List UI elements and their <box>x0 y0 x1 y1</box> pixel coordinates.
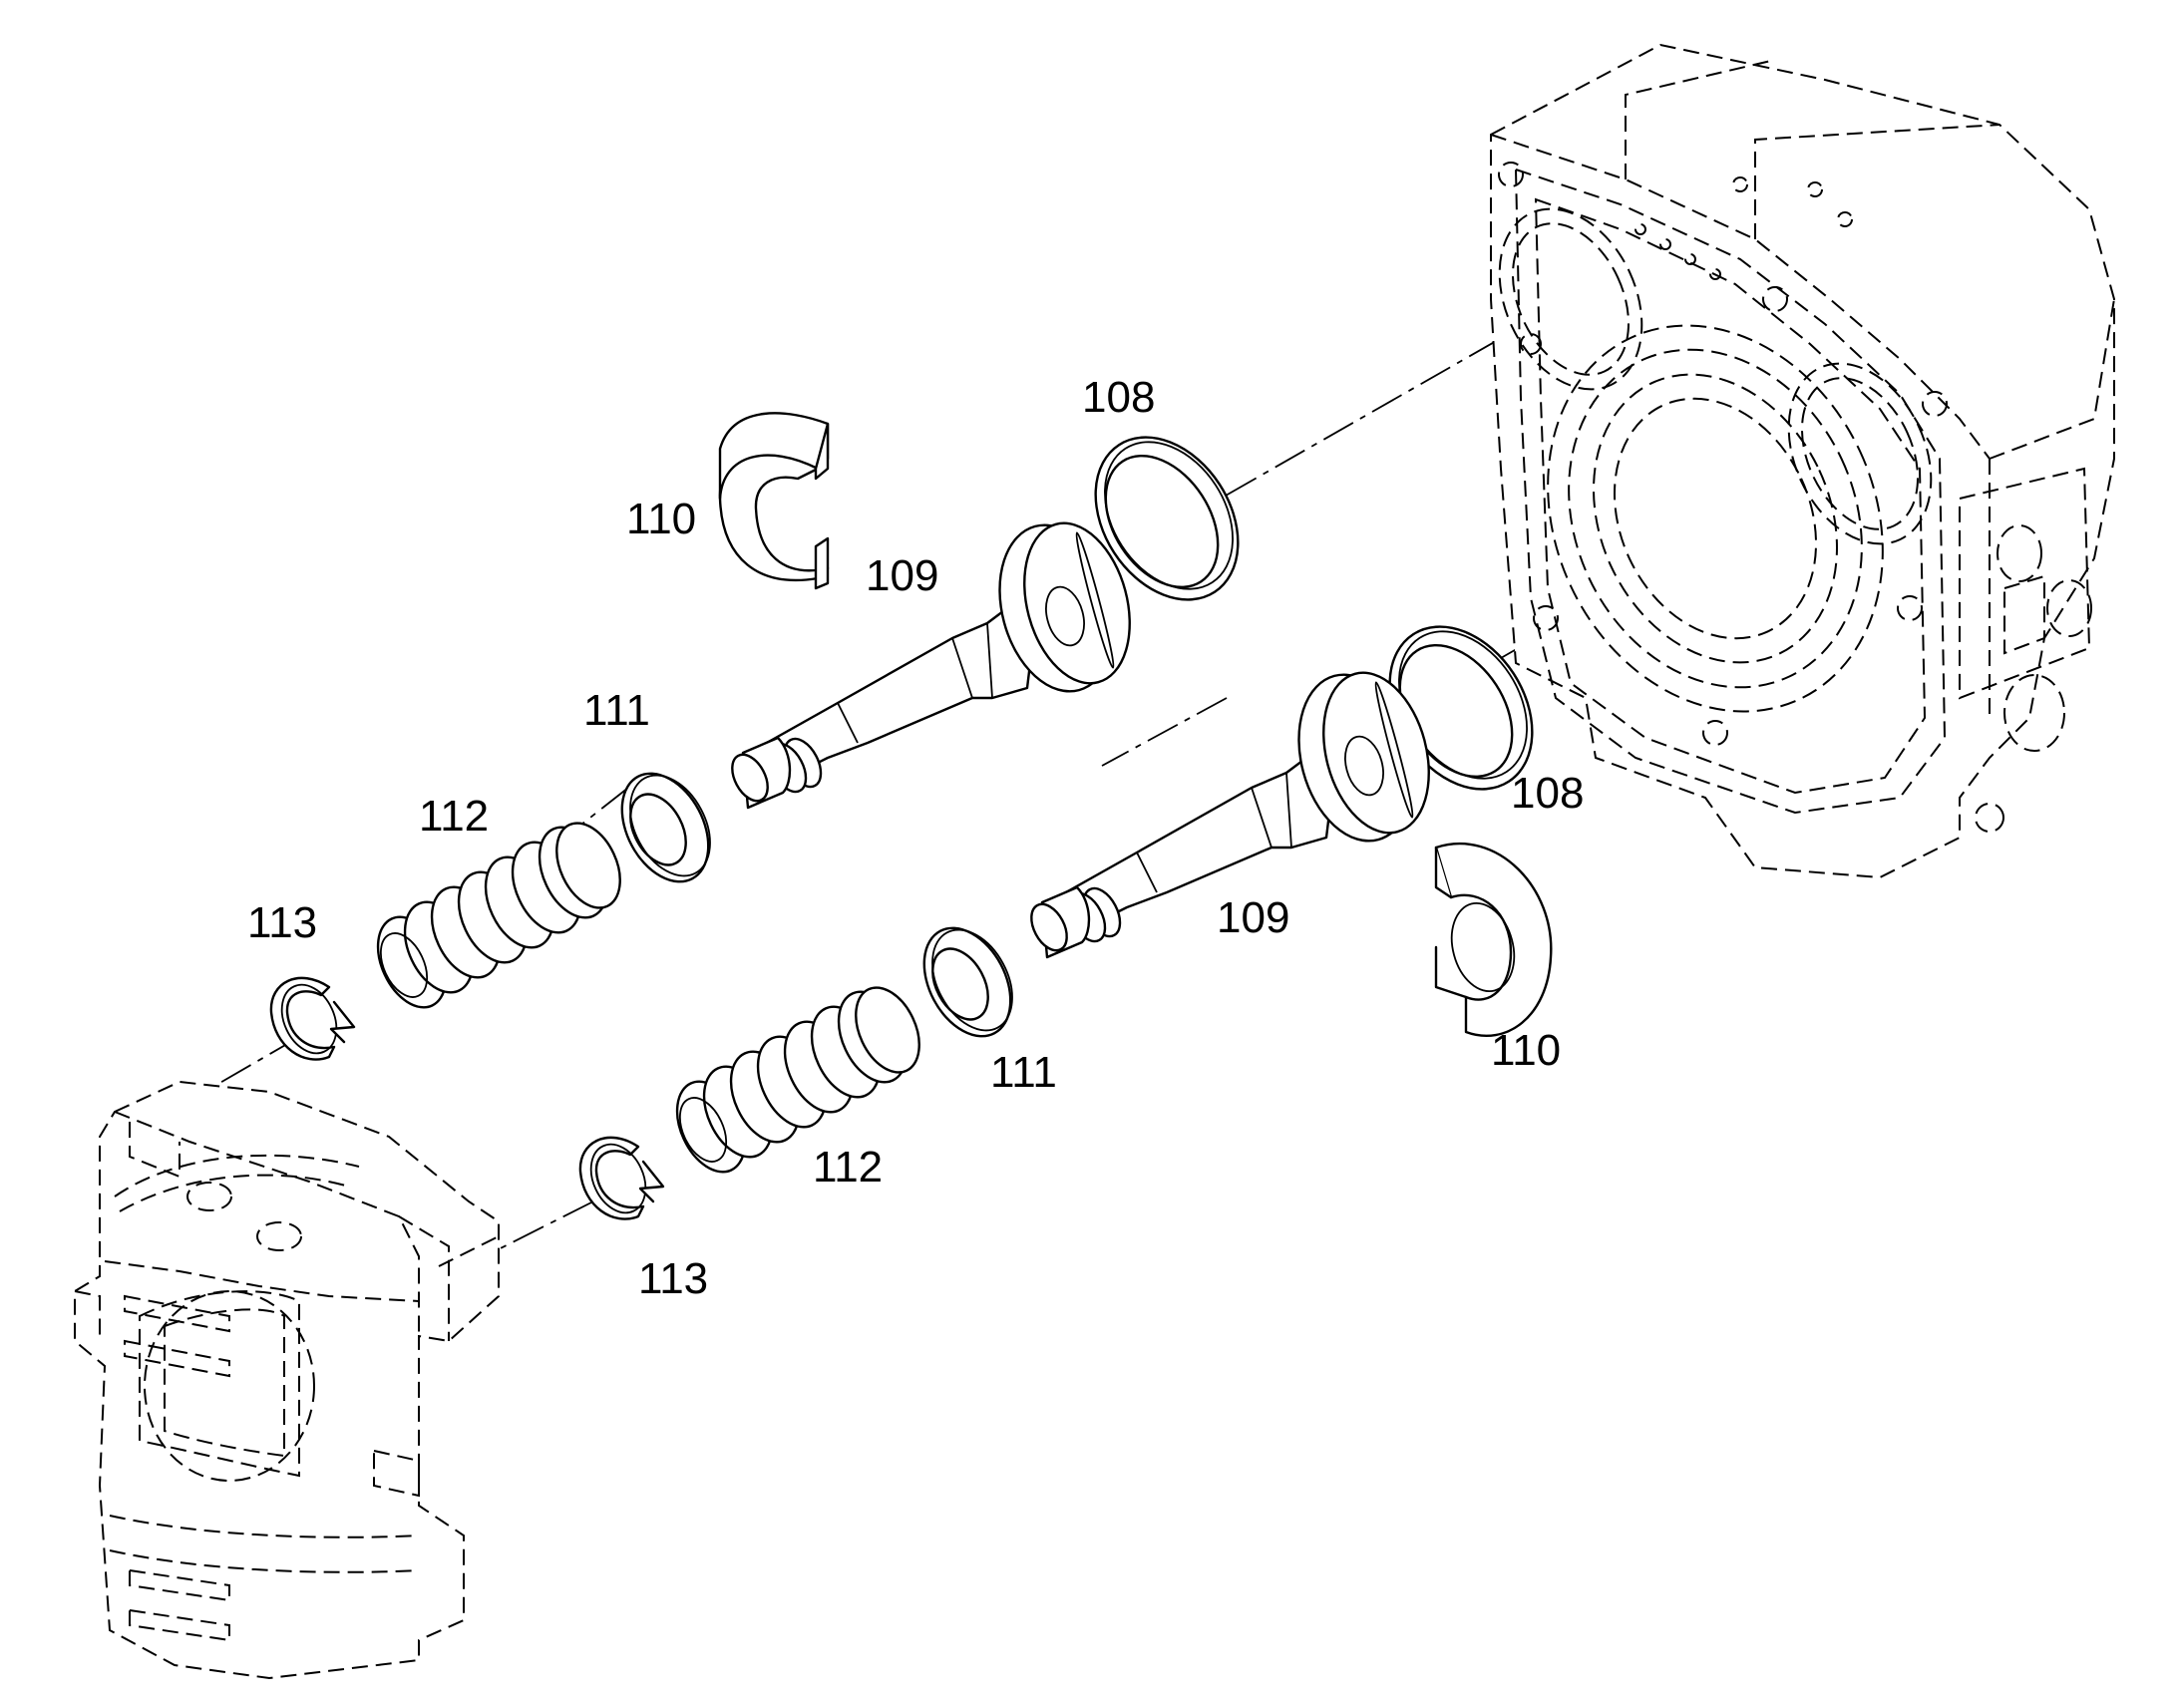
spring-112-bottom <box>675 986 920 1174</box>
callout-109-top: 109 <box>866 551 938 600</box>
callout-111-bottom: 111 <box>990 1048 1057 1097</box>
retainer-clip-113-bottom <box>578 1136 665 1220</box>
callout-112-bottom: 112 <box>813 1143 883 1192</box>
callout-labels: 108 110 109 111 112 113 108 109 110 111 … <box>247 373 1584 1303</box>
callout-110-top: 110 <box>626 495 696 543</box>
retaining-ring-110-top <box>718 412 830 590</box>
main-housing <box>1490 43 2115 879</box>
lower-body <box>74 1080 500 1680</box>
o-ring-108-top <box>1094 436 1240 601</box>
valve-spool-109-top <box>731 521 1131 810</box>
callout-108-bottom: 108 <box>1511 769 1584 818</box>
callout-112-top: 112 <box>419 792 489 841</box>
callout-109-bottom: 109 <box>1217 893 1289 942</box>
retaining-ring-110-bottom <box>1434 842 1553 1037</box>
valve-spool-109-bottom <box>1030 671 1430 959</box>
washer-111-top <box>620 772 711 883</box>
spring-112-top <box>376 822 621 1009</box>
callout-113-top: 113 <box>247 898 317 947</box>
callout-110-bottom: 110 <box>1491 1026 1561 1075</box>
retainer-clip-113-top <box>269 976 356 1061</box>
callout-113-bottom: 113 <box>638 1254 708 1303</box>
callout-111-top: 111 <box>583 686 650 735</box>
washer-111-bottom <box>922 926 1013 1038</box>
callout-108-top: 108 <box>1082 373 1155 422</box>
